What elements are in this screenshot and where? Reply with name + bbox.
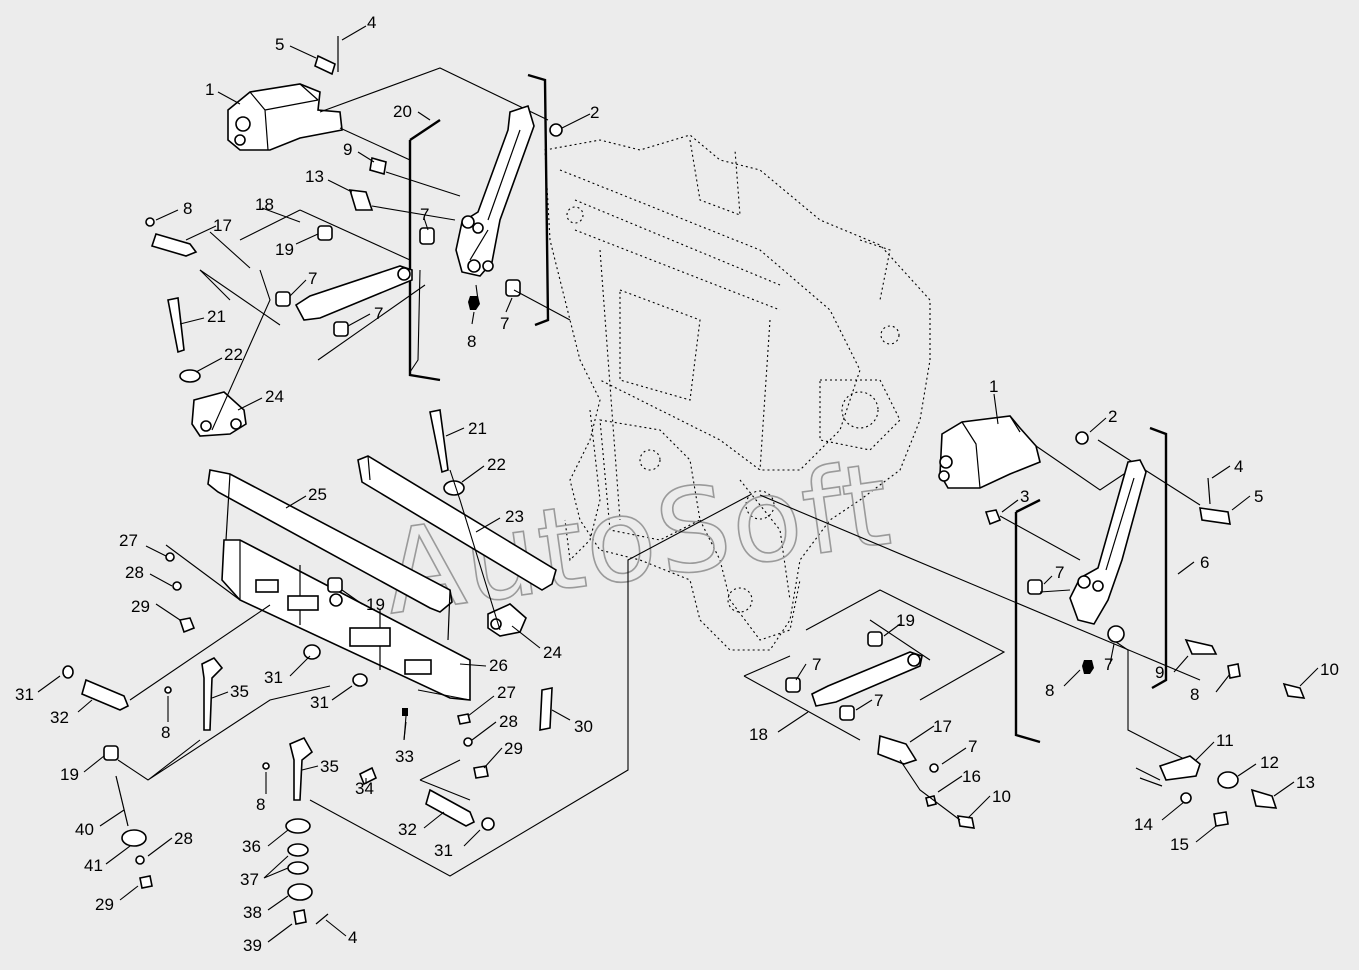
callout-label: 34 bbox=[355, 779, 374, 798]
callout-label: 19 bbox=[60, 765, 79, 784]
callout-label: 8 bbox=[256, 795, 265, 814]
left-link-18 bbox=[145, 209, 426, 437]
left-hardware-stack bbox=[62, 494, 751, 925]
callout-label: 7 bbox=[968, 737, 977, 756]
right-bracket-11 bbox=[1135, 755, 1278, 827]
callout-label: 17 bbox=[213, 216, 232, 235]
callout-label: 29 bbox=[131, 597, 150, 616]
callout-label: 28 bbox=[499, 712, 518, 731]
callout-label: 9 bbox=[1155, 663, 1164, 682]
callout-label: 29 bbox=[504, 739, 523, 758]
callout-label: 8 bbox=[183, 199, 192, 218]
callout-label: 18 bbox=[749, 725, 768, 744]
callout-label: 19 bbox=[275, 240, 294, 259]
callout-label: 14 bbox=[1134, 815, 1153, 834]
callout-label: 27 bbox=[497, 683, 516, 702]
callout-label: 5 bbox=[1254, 487, 1263, 506]
callout-label: 8 bbox=[161, 723, 170, 742]
callout-label: 2 bbox=[590, 103, 599, 122]
callout-label: 22 bbox=[487, 455, 506, 474]
callout-label: 4 bbox=[348, 928, 357, 947]
callout-label: 22 bbox=[224, 345, 243, 364]
callout-label: 11 bbox=[1216, 731, 1234, 750]
callout-label: 36 bbox=[242, 837, 261, 856]
callout-label: 8 bbox=[1045, 681, 1054, 700]
callout-label: 20 bbox=[393, 102, 412, 121]
callout-label: 7 bbox=[374, 304, 383, 323]
callout-label: 7 bbox=[1055, 563, 1064, 582]
callout-label: 41 bbox=[84, 856, 103, 875]
callout-label: 3 bbox=[1020, 487, 1029, 506]
callout-label: 31 bbox=[310, 693, 329, 712]
callout-label: 7 bbox=[420, 205, 429, 224]
callout-label: 35 bbox=[320, 757, 339, 776]
leader-lines bbox=[37, 25, 1319, 943]
callout-label: 2 bbox=[1108, 407, 1117, 426]
callout-label: 31 bbox=[434, 841, 453, 860]
left-cylinder-assembly bbox=[227, 36, 549, 161]
callout-label: 6 bbox=[1200, 553, 1209, 572]
callout-label: 10 bbox=[1320, 660, 1339, 679]
callout-label: 25 bbox=[308, 485, 327, 504]
right-cylinder-assembly bbox=[759, 415, 1231, 681]
callout-label: 28 bbox=[125, 563, 144, 582]
callout-label: 8 bbox=[467, 332, 476, 351]
callout-label: 7 bbox=[500, 314, 509, 333]
callout-label: 9 bbox=[343, 140, 352, 159]
callout-label: 31 bbox=[264, 668, 283, 687]
chassis-frame bbox=[544, 134, 931, 651]
callout-label: 1 bbox=[205, 80, 214, 99]
callout-label: 24 bbox=[265, 387, 284, 406]
callout-label: 16 bbox=[962, 767, 981, 786]
callout-label: 12 bbox=[1260, 753, 1279, 772]
lower-beam-assembly bbox=[207, 409, 557, 701]
callout-label: 7 bbox=[308, 269, 317, 288]
callout-label: 31 bbox=[15, 685, 34, 704]
callout-label: 17 bbox=[933, 717, 952, 736]
callout-label: 24 bbox=[543, 643, 562, 662]
callout-label: 38 bbox=[243, 903, 262, 922]
callout-label: 19 bbox=[896, 611, 915, 630]
right-arm-6 bbox=[1014, 426, 1306, 761]
callout-labels: 1 2 4 5 9 13 20 8 17 18 19 7 7 7 7 8 21 … bbox=[15, 13, 1339, 955]
callout-label: 7 bbox=[874, 691, 883, 710]
callout-label: 15 bbox=[1170, 835, 1189, 854]
callout-label: 21 bbox=[207, 307, 226, 326]
callout-label: 35 bbox=[230, 682, 249, 701]
callout-label: 4 bbox=[367, 13, 376, 32]
callout-label: 28 bbox=[174, 829, 193, 848]
callout-label: 13 bbox=[1296, 773, 1315, 792]
callout-label: 10 bbox=[992, 787, 1011, 806]
callout-label: 23 bbox=[505, 507, 524, 526]
right-link-18 bbox=[743, 589, 1006, 829]
callout-label: 19 bbox=[366, 595, 385, 614]
watermark-text: AutoSoft bbox=[376, 437, 900, 641]
callout-label: 7 bbox=[812, 655, 821, 674]
callout-label: 29 bbox=[95, 895, 114, 914]
callout-label: 33 bbox=[395, 747, 414, 766]
callout-label: 30 bbox=[574, 717, 593, 736]
callout-label: 4 bbox=[1234, 457, 1243, 476]
callout-label: 1 bbox=[989, 377, 998, 396]
callout-label: 5 bbox=[275, 35, 284, 54]
callout-label: 7 bbox=[1104, 655, 1113, 674]
callout-label: 27 bbox=[119, 531, 138, 550]
callout-label: 32 bbox=[398, 820, 417, 839]
left-arm-20 bbox=[348, 73, 571, 382]
callout-label: 26 bbox=[489, 656, 508, 675]
callout-label: 39 bbox=[243, 936, 262, 955]
callout-label: 40 bbox=[75, 820, 94, 839]
callout-label: 21 bbox=[468, 419, 487, 438]
callout-label: 37 bbox=[240, 870, 259, 889]
callout-label: 8 bbox=[1190, 685, 1199, 704]
callout-label: 13 bbox=[305, 167, 324, 186]
callout-label: 32 bbox=[50, 708, 69, 727]
callout-label: 18 bbox=[255, 195, 274, 214]
